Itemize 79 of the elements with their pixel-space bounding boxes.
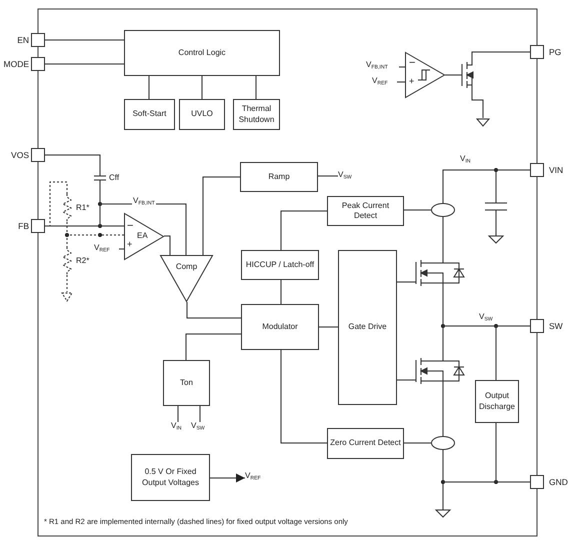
connector [472,90,484,118]
block-label: Ton [179,378,194,388]
connector [186,302,242,318]
connector [148,76,150,100]
signal-label: V$_{SW}$ [338,171,358,182]
block-label: UVLO [190,109,214,120]
connector [398,66,406,68]
connector [442,170,530,204]
connector [66,274,68,292]
block-label: Modulator [261,322,299,332]
block-box [327,196,404,226]
connector [318,326,338,328]
block-label: EA [137,232,148,240]
connector [280,210,328,250]
connector [404,442,432,444]
block-box [240,162,318,192]
block-box [131,454,210,501]
block-box [475,380,519,423]
block-label: Control Logic [177,48,227,58]
connector [280,280,282,304]
pin-label: GND [549,478,568,486]
component-label: Cff [109,174,120,182]
connector [442,216,444,258]
block-label: 0.5 V Or Fixed Output Voltages [141,467,200,488]
connector [496,422,530,482]
block-box [327,428,404,459]
connector [66,222,124,236]
block-box [241,250,319,280]
block-box [241,304,319,350]
signal-label: V$_{IN}$ [171,422,186,433]
connector [118,248,124,250]
block-box [124,30,280,76]
connector [210,474,246,482]
connector [472,52,530,60]
block-label: Thermal Shutdown [238,104,276,125]
connector [186,334,242,360]
block-label: Gate Drive [347,322,388,333]
edge-label: V$_{FB,INT}$ [132,197,156,205]
input-sign: + [409,77,414,86]
pin-label: FB [18,222,29,230]
pin-label: VIN [549,166,564,174]
signal-label: V$_{SW}$ [191,422,211,433]
signal-label: V$_{REF}$ [94,244,119,255]
block-label: Soft-Start [132,109,168,120]
connector [44,154,100,170]
component-label: R2* [76,257,90,265]
block-label: Zero Current Detect [329,438,402,449]
signal-label: V$_{REF}$ [372,77,397,88]
connector [444,74,460,76]
block-box [163,360,210,406]
pin-label: SW [549,322,563,330]
connector [442,386,444,436]
block-label: Peak Current Detect [340,200,390,222]
component-label: R1* [76,204,90,212]
connector [100,186,186,256]
connector [280,350,328,444]
connector [164,236,170,256]
input-sign: − [409,58,416,69]
pin-label: VOS [11,151,29,160]
block-box [338,250,397,405]
input-sign: − [127,221,134,232]
block-box [124,99,175,130]
block-label: HICCUP / Latch-off [244,260,316,270]
block-label: Ramp [267,172,291,182]
block-label: Comp [174,263,198,271]
pin-label: EN [17,36,29,44]
connector [442,288,444,356]
block-box [179,99,225,130]
edge-label: V$_{SW}$ [478,313,494,321]
connector [44,182,68,226]
signal-label: V$_{FB,INT}$ [366,61,399,72]
block-box [233,99,280,130]
block-label: Output Discharge [478,391,516,412]
edge-label: V$_{IN}$ [459,155,472,163]
pin-label: PG [549,48,562,56]
connector [202,176,240,256]
signal-label: V$_{REF}$ [245,472,269,483]
input-sign: + [127,240,132,249]
pin-label: MODE [4,60,29,68]
